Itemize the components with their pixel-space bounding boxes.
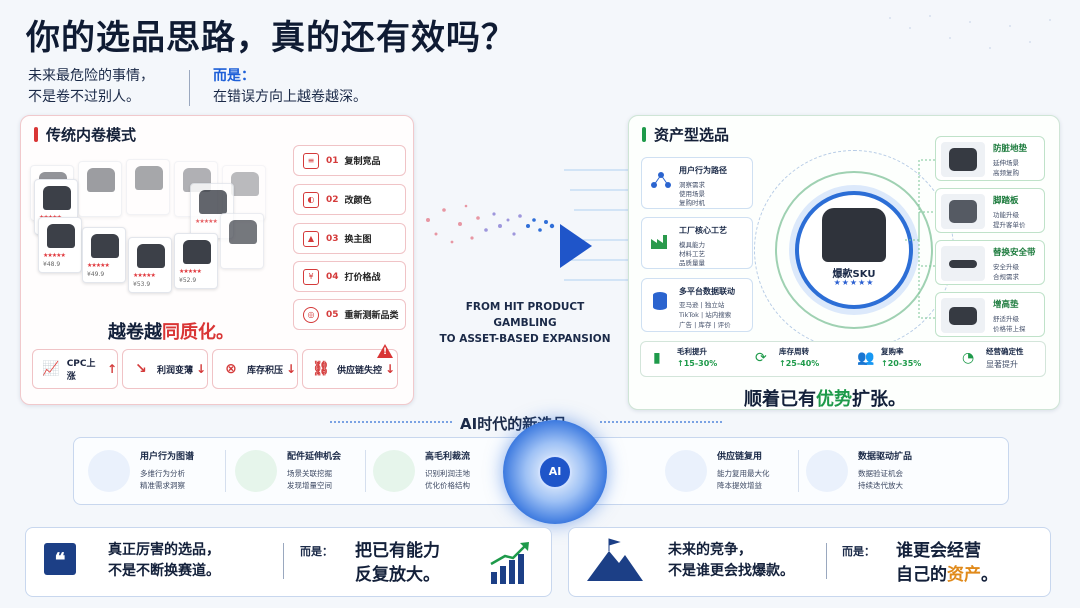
quote-icon: ❝ <box>44 543 76 575</box>
stat-turnover: ⟳库存周转↑25-40% <box>755 347 820 368</box>
header-right-text: 而是： 在错误方向上越卷越深。 <box>213 68 367 105</box>
product-card-stack: ★★★★★ ★★★★★ ★★★★★¥48.9 ★★★★★¥49.9 ★★★★★¥… <box>30 159 270 305</box>
product-card: ★★★★★¥52.9 <box>174 233 218 289</box>
product-pedal: 脚踏板功能升级提升客单价 <box>935 188 1045 233</box>
bottom-card-right <box>568 527 1051 597</box>
bottom-left-er: 而是： <box>300 545 333 558</box>
box-icon: ⊗ <box>225 361 237 377</box>
hub-inner-ring <box>775 171 933 329</box>
metric-profit: ↘利润变薄↓ <box>122 349 208 389</box>
price-tag-icon: ¥ <box>303 268 319 285</box>
feature-divider <box>798 450 799 492</box>
stat-repurchase: 👥复购率↑20-35% <box>857 347 922 368</box>
cycle-icon: ⟳ <box>755 350 767 366</box>
bar-chart-icon: ▮ <box>653 350 661 366</box>
stats-row <box>640 341 1046 377</box>
hub-rating: ★★★★★ <box>833 278 875 287</box>
product-card <box>78 161 122 217</box>
warning-icon <box>377 344 393 358</box>
transition-arrow <box>560 224 592 268</box>
product-booster-cushion: 增高垫舒适升级价格带上探 <box>935 292 1045 337</box>
feature-high-margin: 高毛利裁流识别利润洼地优化价格结构 <box>373 446 503 496</box>
info-factory-craft: 工厂核心工艺 模具能力 材料工艺 品质量量 <box>641 217 753 269</box>
title-marker <box>642 127 646 142</box>
bottom-right-divider <box>826 543 827 579</box>
target-icon: ◎ <box>303 306 319 323</box>
metric-cpc: 📈CPC上涨↑ <box>32 349 118 389</box>
mountain-flag-icon <box>587 538 643 581</box>
product-card <box>126 159 170 215</box>
pie-chart-icon: ◔ <box>962 350 975 366</box>
product-card: ★★★★★¥49.9 <box>82 227 126 283</box>
feature-divider <box>225 450 226 492</box>
left-panel-title: 传统内卷模式 <box>46 126 137 144</box>
product-image <box>941 194 985 229</box>
users-icon: 👥 <box>857 350 875 366</box>
bottom-card-left <box>25 527 552 597</box>
stat-certainty: ◔经营确定性显著提升 <box>962 347 1024 369</box>
palette-icon: ◐ <box>303 191 319 208</box>
bottom-right-statement: 未来的竞争， 不是谁更会找爆款。 <box>668 542 794 579</box>
particle-flow-graphic <box>426 169 628 281</box>
connector-lines <box>905 159 937 319</box>
feature-supply-reuse: 供应链复用能力复用最大化降本提效增益 <box>665 446 805 496</box>
product-dirtproof-mat: 防脏地垫延伸场景高频复购 <box>935 136 1045 181</box>
metric-inventory: ⊗库存积压↓ <box>212 349 298 389</box>
bar-chart-icon <box>806 450 848 492</box>
puzzle-icon <box>235 450 277 492</box>
document-icon: ≡ <box>303 152 319 169</box>
header-left-text: 未来最危险的事情， 不是卷不过别人。 <box>28 68 154 105</box>
ai-divider-left <box>330 421 452 423</box>
network-icon <box>651 172 671 188</box>
growth-chart-icon <box>490 542 529 584</box>
user-graph-icon <box>88 450 130 492</box>
product-card: ★★★★★¥53.9 <box>128 237 172 293</box>
feature-data-driven-expansion: 数据驱动扩品数据验证机会持续迭代放大 <box>806 446 956 496</box>
falling-chart-icon: ↘ <box>135 361 147 377</box>
feature-divider <box>365 450 366 492</box>
info-user-path: 用户行为路径 洞察需求 使用场景 复购时机 <box>641 157 753 209</box>
homogenization-text: 越卷越同质化。 <box>108 322 234 343</box>
database-icon <box>653 292 667 310</box>
factory-icon <box>651 235 667 249</box>
right-panel-title: 资产型选品 <box>654 126 730 144</box>
transition-caption: FROM HIT PRODUCT GAMBLING TO ASSET-BASED… <box>439 301 611 345</box>
rising-chart-icon: 📈 <box>42 361 60 377</box>
image-icon: ▲ <box>303 230 319 247</box>
header-divider <box>189 70 190 106</box>
target-icon <box>373 450 415 492</box>
feature-accessory-opportunity: 配件延伸机会场景关联挖掘发现增量空间 <box>235 446 375 496</box>
ai-divider-right <box>600 421 722 423</box>
decorative-dots <box>889 15 1051 49</box>
ai-core-icon: AI <box>538 455 572 489</box>
car-mat-image <box>822 208 886 262</box>
broken-link-icon: ⛓ <box>312 361 330 377</box>
bottom-left-conclusion: 把已有能力 反复放大。 <box>355 541 440 585</box>
stat-margin: ▮毛利提升↑15-30% <box>653 347 718 368</box>
product-image <box>941 298 985 333</box>
feature-behavior-graph: 用户行为图谱多维行为分析精准需求洞察 <box>88 446 238 496</box>
hub-label: 爆款SKU <box>832 269 876 280</box>
bottom-left-divider <box>283 543 284 579</box>
page-title: 你的选品思路，真的还有效吗？ <box>26 18 516 58</box>
link-icon <box>665 450 707 492</box>
bottom-right-er: 而是： <box>842 545 875 558</box>
product-image <box>941 142 985 177</box>
bottom-right-conclusion: 谁更会经营 自己的资产。 <box>896 541 998 585</box>
product-card <box>220 213 264 269</box>
product-seatbelt: 替换安全带安全升级合规需求 <box>935 240 1045 285</box>
bottom-left-statement: 真正厉害的选品， 不是不断换赛道。 <box>108 542 220 579</box>
product-image <box>941 246 985 281</box>
product-card: ★★★★★¥48.9 <box>38 217 82 273</box>
title-marker <box>34 127 38 142</box>
info-multi-platform: 多平台数据联动 亚马逊 | 独立站 TikTok | 站内搜索 广告 | 库存 … <box>641 278 753 332</box>
expansion-text: 顺着已有优势扩张。 <box>744 389 906 410</box>
